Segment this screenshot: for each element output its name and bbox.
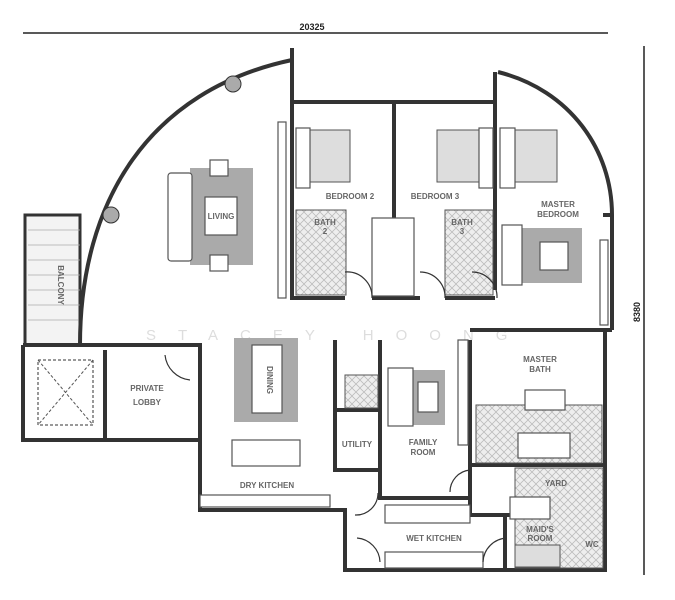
private-lobby-label-2: LOBBY bbox=[133, 398, 162, 407]
utility-label: UTILITY bbox=[342, 440, 373, 449]
width-dimension: 20325 bbox=[23, 22, 608, 34]
bath-3-label: BATH bbox=[451, 218, 473, 227]
dining-label: DINING bbox=[265, 366, 274, 394]
private-lobby-label: PRIVATE bbox=[130, 384, 164, 393]
service-area: YARD MAID'S ROOM WC bbox=[509, 467, 604, 569]
width-dimension-label: 20325 bbox=[299, 22, 324, 32]
column bbox=[102, 206, 120, 224]
family-room: FAMILY ROOM bbox=[387, 339, 469, 457]
living-label: LIVING bbox=[208, 212, 235, 221]
private-lobby: PRIVATE LOBBY bbox=[37, 354, 191, 426]
wc-label: WC bbox=[585, 540, 599, 549]
wet-kitchen: WET KITCHEN bbox=[356, 504, 508, 569]
utility: UTILITY bbox=[342, 374, 379, 449]
master-bedroom-label: MASTER bbox=[541, 200, 575, 209]
dry-kitchen-label: DRY KITCHEN bbox=[240, 481, 294, 490]
doors bbox=[344, 271, 498, 516]
bedroom-3: BEDROOM 3 BATH 3 bbox=[411, 127, 494, 296]
balcony: BALCONY bbox=[23, 213, 82, 347]
height-dimension: 8380 bbox=[632, 46, 645, 575]
bath-2-number: 2 bbox=[323, 227, 328, 236]
master-bedroom: MASTER BEDROOM bbox=[499, 127, 609, 326]
yard-label: YARD bbox=[545, 479, 567, 488]
bedroom-2-label: BEDROOM 2 bbox=[326, 192, 375, 201]
dining-room: DINING DRY KITCHEN bbox=[199, 338, 331, 508]
family-room-label: FAMILY bbox=[409, 438, 438, 447]
bedroom-3-label: BEDROOM 3 bbox=[411, 192, 460, 201]
master-bath: MASTER BATH bbox=[475, 355, 603, 464]
maids-room-label-2: ROOM bbox=[528, 534, 553, 543]
bath-2-label: BATH bbox=[314, 218, 336, 227]
maids-room-label: MAID'S bbox=[526, 525, 554, 534]
walls bbox=[21, 48, 614, 572]
column bbox=[224, 75, 242, 93]
master-bath-label-2: BATH bbox=[529, 365, 551, 374]
living-room: LIVING bbox=[167, 159, 253, 272]
family-room-label-2: ROOM bbox=[411, 448, 436, 457]
wet-kitchen-label: WET KITCHEN bbox=[406, 534, 462, 543]
height-dimension-label: 8380 bbox=[632, 302, 642, 322]
master-bedroom-label-2: BEDROOM bbox=[537, 210, 579, 219]
master-bath-label: MASTER bbox=[523, 355, 557, 364]
balcony-label: BALCONY bbox=[56, 265, 65, 305]
bedroom-2: BEDROOM 2 BATH 2 bbox=[277, 121, 415, 299]
bath-3-number: 3 bbox=[460, 227, 465, 236]
